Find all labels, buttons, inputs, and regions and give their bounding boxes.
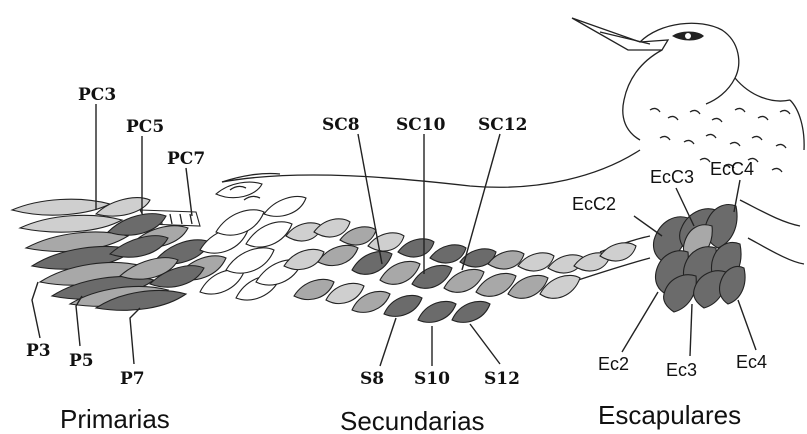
label-s8: S8 — [360, 369, 384, 389]
secondary-feathers — [284, 219, 636, 322]
label-p3: P3 — [26, 341, 51, 361]
primary-feathers — [12, 198, 226, 311]
group-labels: Primarias Secundarias Escapulares — [60, 400, 741, 434]
label-sc12: SC12 — [478, 115, 527, 135]
label-pc7: PC7 — [167, 149, 205, 169]
label-s12: S12 — [484, 369, 520, 389]
label-sc10: SC10 — [396, 115, 446, 135]
label-pc3: PC3 — [78, 85, 116, 105]
label-ecc3: EcC3 — [650, 167, 694, 187]
label-ec3: Ec3 — [666, 360, 697, 380]
inner-wing-feathers — [200, 182, 306, 300]
label-sc8: SC8 — [322, 115, 360, 135]
group-label-scapulars: Escapulares — [598, 400, 741, 430]
group-label-primaries: Primarias — [60, 404, 170, 434]
label-ec2: Ec2 — [598, 354, 629, 374]
label-p5: P5 — [69, 351, 94, 371]
primary-labels: P3 P5 P7 — [26, 341, 145, 389]
scapular-feathers — [653, 205, 745, 312]
label-ecc2: EcC2 — [572, 194, 616, 214]
label-ecc4: EcC4 — [710, 159, 754, 179]
label-s10: S10 — [414, 369, 450, 389]
group-label-secondaries: Secundarias — [340, 406, 485, 434]
secondary-labels: S8 S10 S12 — [360, 369, 520, 389]
secondary-covert-labels: SC8 SC10 SC12 — [322, 115, 527, 135]
label-ec4: Ec4 — [736, 352, 767, 372]
label-p7: P7 — [120, 369, 145, 389]
scapular-labels: Ec2 Ec3 Ec4 — [598, 352, 767, 380]
label-pc5: PC5 — [126, 117, 164, 137]
